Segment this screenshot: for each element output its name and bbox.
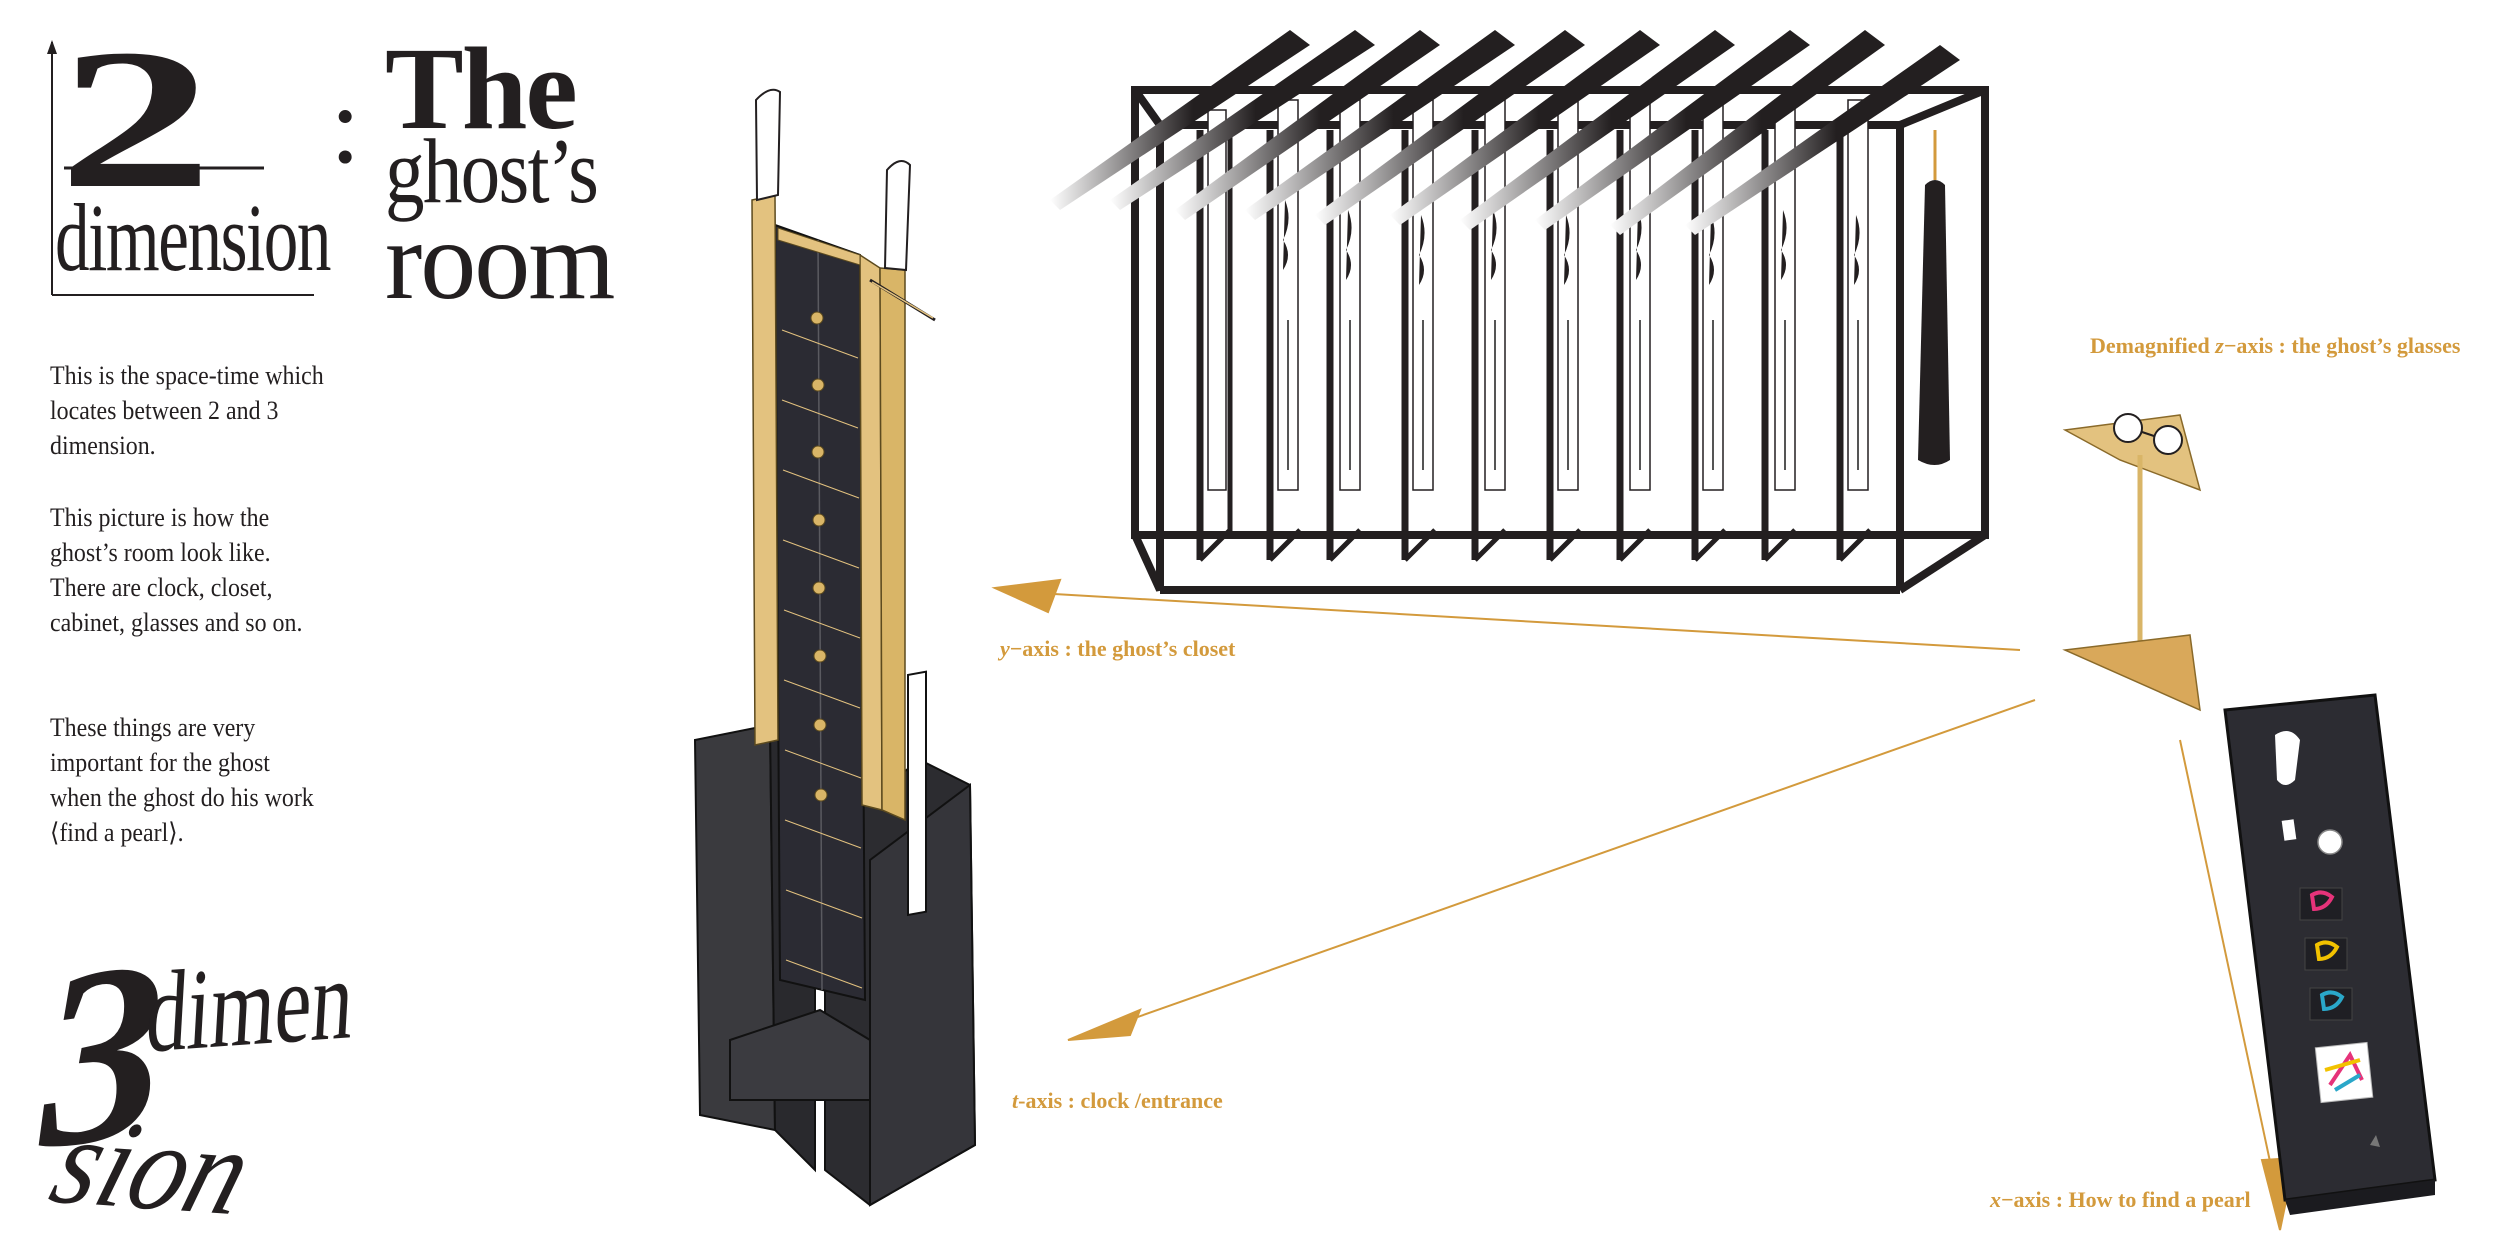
- glasses-lens-left: [2113, 413, 2143, 443]
- clock-glass-hand-left: [754, 88, 782, 202]
- cabinet-pearl: [2317, 829, 2343, 855]
- closet-top-beams: [1050, 30, 1960, 235]
- clock-base-window: [907, 670, 927, 917]
- clock-ticks: [810, 311, 828, 802]
- closet: [1050, 30, 1989, 594]
- description-paragraph-3: These things are very important for the …: [50, 713, 314, 847]
- title-dimension: dimension: [55, 184, 331, 291]
- cabinet-pink-mark: [2309, 890, 2335, 912]
- clock-base-step: [729, 1008, 871, 1101]
- glasses-stand: [2062, 413, 2202, 712]
- title-colon: :: [330, 64, 361, 186]
- axis-arrows: [991, 578, 2297, 1231]
- x-axis-label: x−axis : How to find a pearl: [1990, 1187, 2251, 1212]
- clock-glass-hand-right: [883, 160, 912, 272]
- clock-rail-right: [859, 253, 883, 811]
- y-axis-arrowhead: [991, 578, 1062, 614]
- glasses-lens-right: [2153, 425, 2183, 455]
- y-axis-arrow: [1019, 591, 2021, 651]
- dimension-frame: [47, 40, 314, 296]
- clock-tower: [693, 88, 977, 1207]
- pearl-cabinet: [2223, 693, 2437, 1215]
- z-axis-label: Demagnified z−axis : the ghost’s glasses: [2090, 333, 2461, 358]
- t-axis-label: t-axis : clock /entrance: [1012, 1088, 1223, 1113]
- t-axis-arrowhead: [1067, 1008, 1142, 1041]
- cabinet-color-card: [2314, 1041, 2374, 1104]
- title-ghosts: ghost’s: [385, 120, 599, 222]
- title-the: The: [385, 23, 578, 154]
- y-axis-label: y−axis : the ghost’s closet: [1000, 636, 1236, 661]
- clock-rail-left: [751, 194, 779, 746]
- description-paragraph-1: This is the space-time which locates bet…: [50, 361, 324, 460]
- glasses-stand-base: [2062, 634, 2201, 712]
- title-room: room: [385, 199, 615, 323]
- title-number-2: 2: [58, 9, 213, 230]
- t-axis-arrow: [1114, 699, 2036, 1026]
- closet-black-coat: [1918, 180, 1950, 465]
- description-paragraph-2: This picture is how the ghost’s room loo…: [50, 503, 303, 637]
- cabinet-yellow-mark: [2314, 940, 2340, 962]
- cabinet-white-figure: [2275, 731, 2300, 785]
- x-axis-arrow: [2179, 739, 2276, 1186]
- cabinet-cyan-mark: [2319, 990, 2345, 1012]
- closet-scrolls: [1207, 99, 1869, 491]
